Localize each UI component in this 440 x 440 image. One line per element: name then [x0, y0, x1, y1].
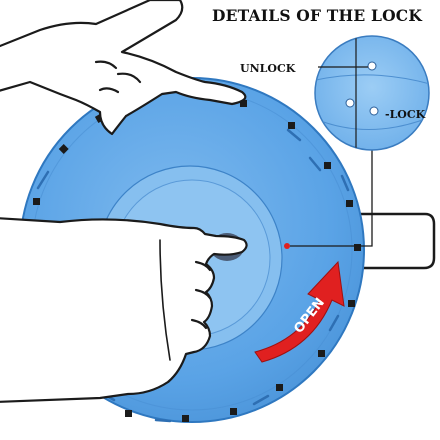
lock-position-dot — [369, 106, 379, 116]
strap-handle — [360, 212, 436, 270]
center-position-dot — [345, 98, 355, 108]
unlock-position-dot — [367, 61, 377, 71]
page-title: DETAILS OF THE LOCK — [212, 6, 423, 25]
lock-label: -LOCK — [385, 108, 426, 121]
unlock-label: UNLOCK — [240, 62, 296, 75]
center-dot — [284, 243, 290, 249]
hand-pointing-icon — [0, 0, 247, 136]
lock-detail-magnifier-icon — [314, 35, 430, 151]
hand-gripping-icon — [0, 217, 248, 403]
